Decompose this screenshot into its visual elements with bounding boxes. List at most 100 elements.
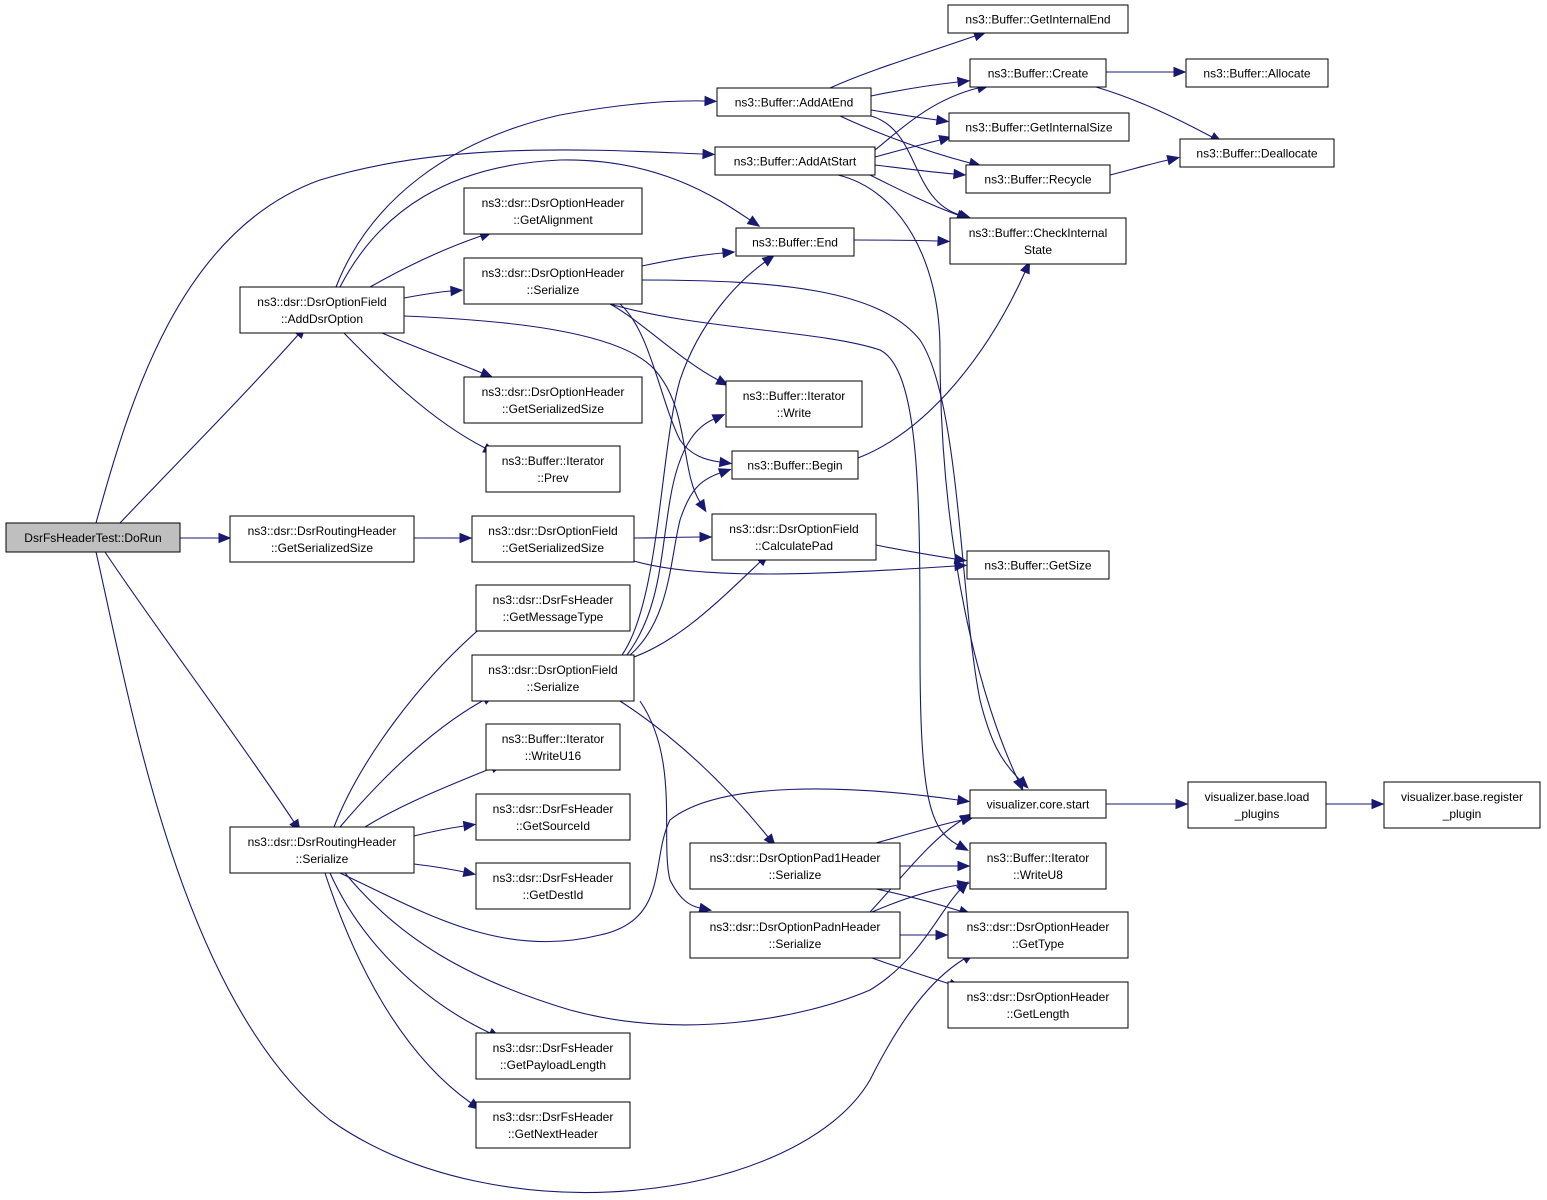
node-box[interactable] xyxy=(947,4,1129,34)
node-box[interactable] xyxy=(689,911,901,959)
node-padn_serialize[interactable]: ns3::dsr::DsrOptionPadnHeader::Serialize xyxy=(689,911,901,959)
node-oh_serialize[interactable]: ns3::dsr::DsrOptionHeader::Serialize xyxy=(463,257,643,305)
node-box[interactable] xyxy=(947,911,1129,959)
node-of_calcpad[interactable]: ns3::dsr::DsrOptionField::CalculatePad xyxy=(711,513,877,561)
node-fs_getmsgtype[interactable]: ns3::dsr::DsrFsHeader::GetMessageType xyxy=(475,584,631,632)
node-box[interactable] xyxy=(239,286,405,334)
node-fs_getnexthdr[interactable]: ns3::dsr::DsrFsHeader::GetNextHeader xyxy=(475,1101,631,1149)
edge-line xyxy=(343,332,486,449)
edge-b_begin-to-b_checkinternal xyxy=(857,260,1031,459)
node-label-line: ::GetNextHeader xyxy=(508,1127,598,1141)
node-oh_getsersize[interactable]: ns3::dsr::DsrOptionHeader::GetSerialized… xyxy=(463,376,643,424)
node-box[interactable] xyxy=(965,164,1111,194)
node-vis_loadplugins[interactable]: visualizer.base.load_plugins xyxy=(1187,781,1327,829)
node-box[interactable] xyxy=(475,1101,631,1149)
node-of_serialize[interactable]: ns3::dsr::DsrOptionField::Serialize xyxy=(471,654,635,702)
node-box[interactable] xyxy=(966,550,1110,580)
node-box[interactable] xyxy=(475,862,631,910)
node-box[interactable] xyxy=(1179,138,1335,168)
node-fs_getsourceid[interactable]: ns3::dsr::DsrFsHeader::GetSourceId xyxy=(475,793,631,841)
node-adddsroption[interactable]: ns3::dsr::DsrOptionField::AddDsrOption xyxy=(239,286,405,334)
arrowhead xyxy=(1371,798,1385,810)
node-label-line: DsrFsHeaderTest::DoRun xyxy=(24,531,161,545)
node-box[interactable] xyxy=(471,654,635,702)
node-box[interactable] xyxy=(485,445,621,493)
arrowhead xyxy=(957,860,971,872)
node-box[interactable] xyxy=(1383,781,1541,829)
node-b_deallocate[interactable]: ns3::Buffer::Deallocate xyxy=(1179,138,1335,168)
node-b_recycle[interactable]: ns3::Buffer::Recycle xyxy=(965,164,1111,194)
node-box[interactable] xyxy=(948,112,1130,142)
node-pad1_serialize[interactable]: ns3::dsr::DsrOptionPad1Header::Serialize xyxy=(689,842,901,890)
edge-line xyxy=(324,872,472,1104)
arrowhead xyxy=(462,866,477,878)
node-box[interactable] xyxy=(475,793,631,841)
node-box[interactable] xyxy=(1187,781,1327,829)
node-label-line: ns3::Buffer::GetInternalSize xyxy=(965,121,1113,135)
node-box[interactable] xyxy=(475,1032,631,1080)
arrowhead xyxy=(935,929,949,941)
node-it_writeu8[interactable]: ns3::Buffer::Iterator::WriteU8 xyxy=(969,842,1107,890)
node-b_addatend[interactable]: ns3::Buffer::AddAtEnd xyxy=(716,87,872,117)
node-box[interactable] xyxy=(463,187,643,235)
node-box[interactable] xyxy=(689,842,901,890)
node-dorun[interactable]: DsrFsHeaderTest::DoRun xyxy=(5,522,181,553)
node-box[interactable] xyxy=(969,58,1107,88)
node-box[interactable] xyxy=(463,376,643,424)
node-box[interactable] xyxy=(475,584,631,632)
arrowhead xyxy=(938,134,952,146)
node-box[interactable] xyxy=(463,257,643,305)
node-box[interactable] xyxy=(471,515,635,563)
edge-line xyxy=(619,303,721,463)
node-box[interactable] xyxy=(969,789,1107,819)
node-oh_getalignment[interactable]: ns3::dsr::DsrOptionHeader::GetAlignment xyxy=(463,187,643,235)
arrowhead xyxy=(462,820,477,832)
node-vis_start[interactable]: visualizer.core.start xyxy=(969,789,1107,819)
node-b_end[interactable]: ns3::Buffer::End xyxy=(735,227,855,257)
node-box[interactable] xyxy=(714,146,876,176)
node-rh_getsersize[interactable]: ns3::dsr::DsrRoutingHeader::GetSerialize… xyxy=(229,515,415,563)
node-it_write[interactable]: ns3::Buffer::Iterator::Write xyxy=(725,380,863,428)
edge-line xyxy=(626,418,715,656)
node-box[interactable] xyxy=(947,981,1129,1029)
edge-line xyxy=(369,235,482,288)
node-box[interactable] xyxy=(949,217,1127,265)
node-b_getinternalsize[interactable]: ns3::Buffer::GetInternalSize xyxy=(948,112,1130,142)
node-box[interactable] xyxy=(5,522,181,553)
node-b_getsize[interactable]: ns3::Buffer::GetSize xyxy=(966,550,1110,580)
node-vis_registerplugin[interactable]: visualizer.base.register_plugin xyxy=(1383,781,1541,829)
node-label-line: visualizer.base.load xyxy=(1205,790,1310,804)
node-label-line: ::GetPayloadLength xyxy=(500,1058,606,1072)
node-box[interactable] xyxy=(485,723,621,771)
node-b_allocate[interactable]: ns3::Buffer::Allocate xyxy=(1185,58,1329,88)
node-it_prev[interactable]: ns3::Buffer::Iterator::Prev xyxy=(485,445,621,493)
edge-adddsroption-to-b_addatend xyxy=(335,95,718,288)
node-label-line: ns3::dsr::DsrFsHeader xyxy=(493,871,614,885)
edge-oh_serialize-to-b_end xyxy=(641,247,736,267)
node-rh_serialize[interactable]: ns3::dsr::DsrRoutingHeader::Serialize xyxy=(229,826,415,874)
node-b_begin[interactable]: ns3::Buffer::Begin xyxy=(731,450,859,480)
node-box[interactable] xyxy=(735,227,855,257)
node-box[interactable] xyxy=(969,842,1107,890)
node-box[interactable] xyxy=(711,513,877,561)
node-b_getinternalend[interactable]: ns3::Buffer::GetInternalEnd xyxy=(947,4,1129,34)
node-box[interactable] xyxy=(1185,58,1329,88)
node-box[interactable] xyxy=(731,450,859,480)
edge-rh_serialize-to-fs_getdestid xyxy=(413,863,477,878)
edge-line xyxy=(413,863,465,873)
node-of_getsersize[interactable]: ns3::dsr::DsrOptionField::GetSerializedS… xyxy=(471,515,635,563)
node-label-line: ns3::dsr::DsrFsHeader xyxy=(493,1041,614,1055)
edge-of_calcpad-to-b_getsize xyxy=(875,544,968,565)
node-box[interactable] xyxy=(229,515,415,563)
node-b_addatstart[interactable]: ns3::Buffer::AddAtStart xyxy=(714,146,876,176)
node-oh_gettype[interactable]: ns3::dsr::DsrOptionHeader::GetType xyxy=(947,911,1129,959)
node-b_create[interactable]: ns3::Buffer::Create xyxy=(969,58,1107,88)
node-box[interactable] xyxy=(716,87,872,117)
node-it_writeu16[interactable]: ns3::Buffer::Iterator::WriteU16 xyxy=(485,723,621,771)
node-oh_getlength[interactable]: ns3::dsr::DsrOptionHeader::GetLength xyxy=(947,981,1129,1029)
node-box[interactable] xyxy=(725,380,863,428)
node-box[interactable] xyxy=(229,826,415,874)
node-fs_getpayload[interactable]: ns3::dsr::DsrFsHeader::GetPayloadLength xyxy=(475,1032,631,1080)
node-fs_getdestid[interactable]: ns3::dsr::DsrFsHeader::GetDestId xyxy=(475,862,631,910)
